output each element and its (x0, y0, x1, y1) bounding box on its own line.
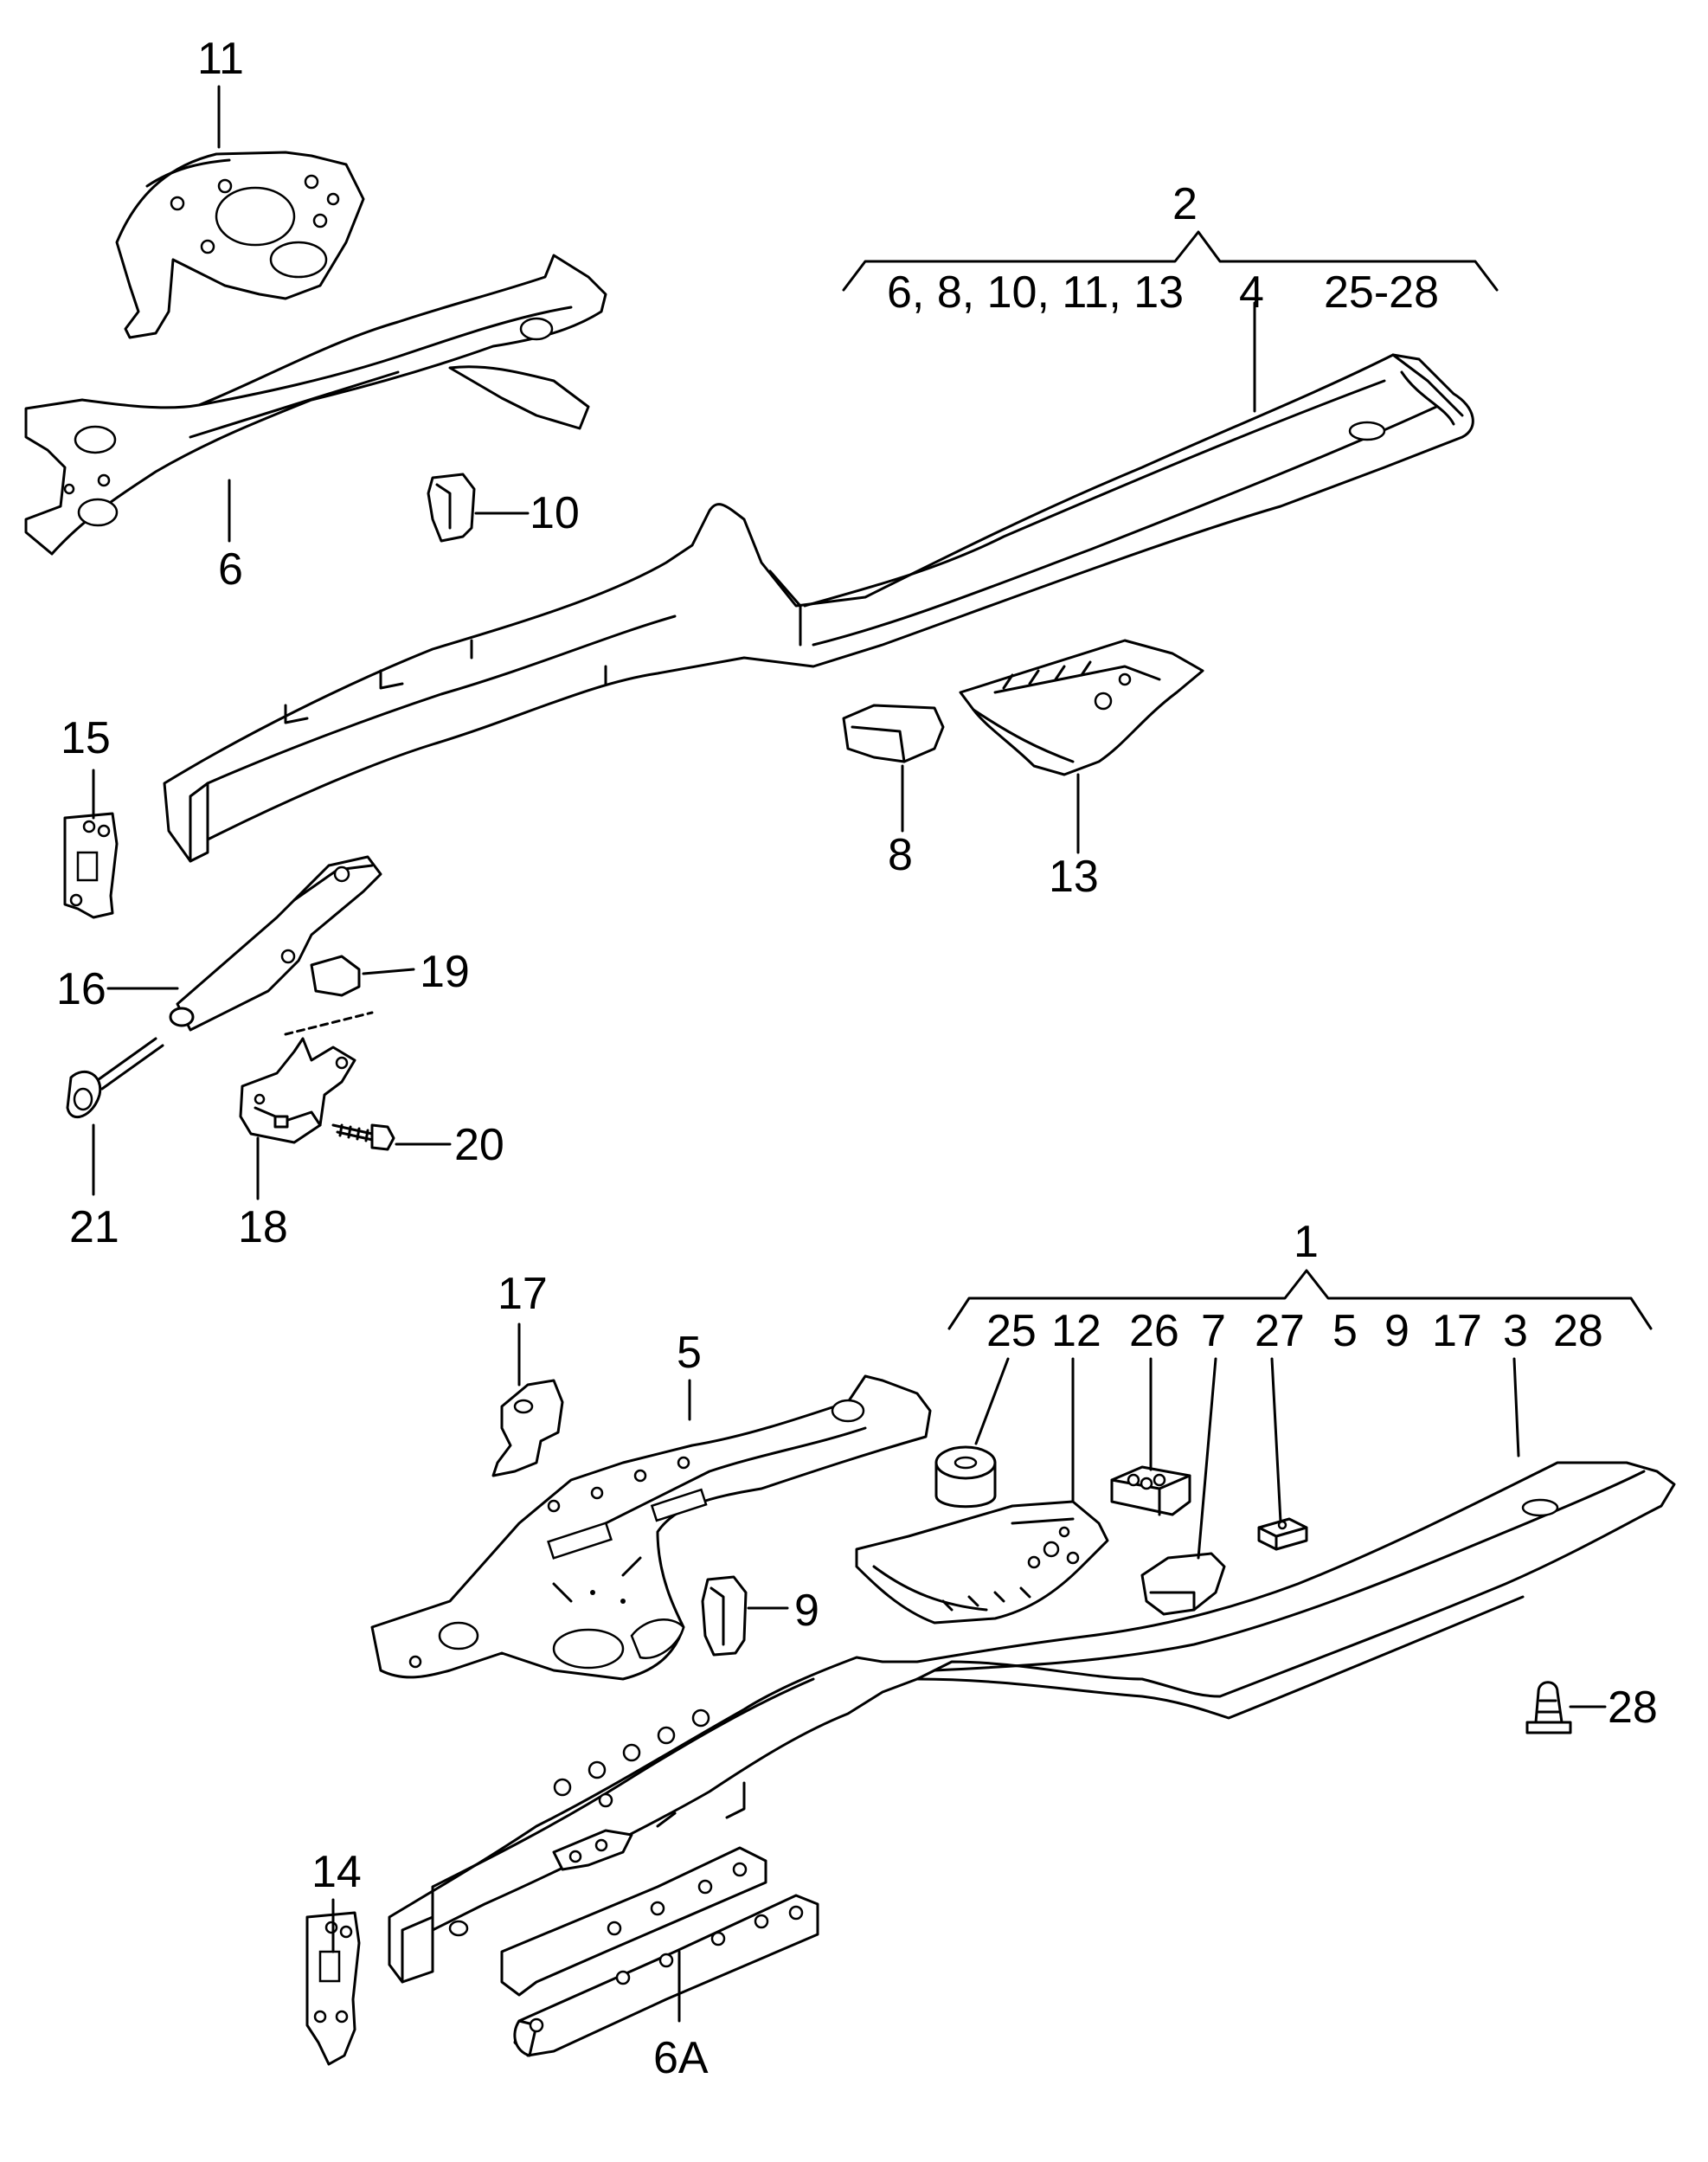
part-15-bracket-plate (63, 812, 119, 919)
callout-1: 1 (1294, 1217, 1319, 1267)
callout-14: 14 (311, 1847, 362, 1897)
callout-15: 15 (61, 713, 111, 763)
callout-4: 4 (1239, 267, 1264, 318)
callout-20: 20 (454, 1120, 504, 1170)
callout-28-top: 28 (1553, 1306, 1603, 1356)
part-25-spacer (934, 1445, 997, 1509)
part-20-bolt (331, 1123, 395, 1151)
part-28-clip (1525, 1681, 1572, 1734)
part-5-front-floor (370, 1374, 932, 1681)
part-9-bracket (701, 1575, 748, 1657)
group-2-list: 6, 8, 10, 11, 13 (887, 267, 1184, 318)
part-4-long-member (163, 353, 1474, 863)
part-12-floor-plate (855, 1500, 1109, 1625)
part-3-long-member (388, 1461, 1676, 1984)
part-18-bracket (239, 1037, 356, 1144)
callout-7: 7 (1201, 1306, 1226, 1356)
callout-2: 2 (1172, 179, 1198, 229)
callout-28-clip: 28 (1608, 1683, 1658, 1733)
callout-13: 13 (1049, 852, 1099, 902)
callout-11: 11 (197, 34, 244, 84)
group-1-item-5: 5 (1332, 1306, 1358, 1356)
callout-16: 16 (56, 964, 106, 1014)
callout-21: 21 (69, 1202, 119, 1252)
callout-18: 18 (238, 1202, 288, 1252)
callout-17: 17 (498, 1269, 548, 1319)
part-13-floor-plate (959, 639, 1204, 776)
callout-26: 26 (1129, 1306, 1179, 1356)
callout-6: 6 (218, 544, 243, 595)
part-19-bushing (280, 949, 361, 997)
callout-8: 8 (888, 830, 913, 880)
part-7-bracket (1140, 1552, 1226, 1616)
callout-27: 27 (1255, 1306, 1305, 1356)
part-21-eye-bolt (66, 1037, 164, 1119)
group-1-item-17: 17 (1432, 1306, 1482, 1356)
callout-9: 9 (794, 1586, 819, 1636)
part-14-bracket-plate (305, 1911, 361, 2066)
part-6-front-member (24, 254, 607, 556)
part-17-bracket (491, 1379, 564, 1477)
callout-25: 25 (986, 1306, 1037, 1356)
callout-6a: 6A (653, 2033, 709, 2083)
part-6a-reinforcement (500, 1846, 819, 2057)
callout-12: 12 (1051, 1306, 1101, 1356)
callout-10: 10 (530, 488, 580, 538)
callout-5: 5 (677, 1328, 702, 1378)
part-10-bracket (427, 473, 476, 543)
callout-3: 3 (1503, 1306, 1528, 1356)
group-2-range: 25-28 (1324, 267, 1439, 318)
leader-lines (92, 85, 1653, 2023)
callout-19: 19 (420, 947, 470, 997)
group-1-item-9: 9 (1384, 1306, 1409, 1356)
part-16-lever (169, 855, 382, 1032)
part-27-nut (1257, 1517, 1308, 1551)
part-26-block (1110, 1465, 1191, 1516)
part-11-strut-plate (115, 151, 365, 339)
part-8-bracket (842, 704, 945, 763)
callout-labels: 2 6, 8, 10, 11, 13 4 25-28 11 6 10 8 13 … (56, 34, 1658, 2083)
